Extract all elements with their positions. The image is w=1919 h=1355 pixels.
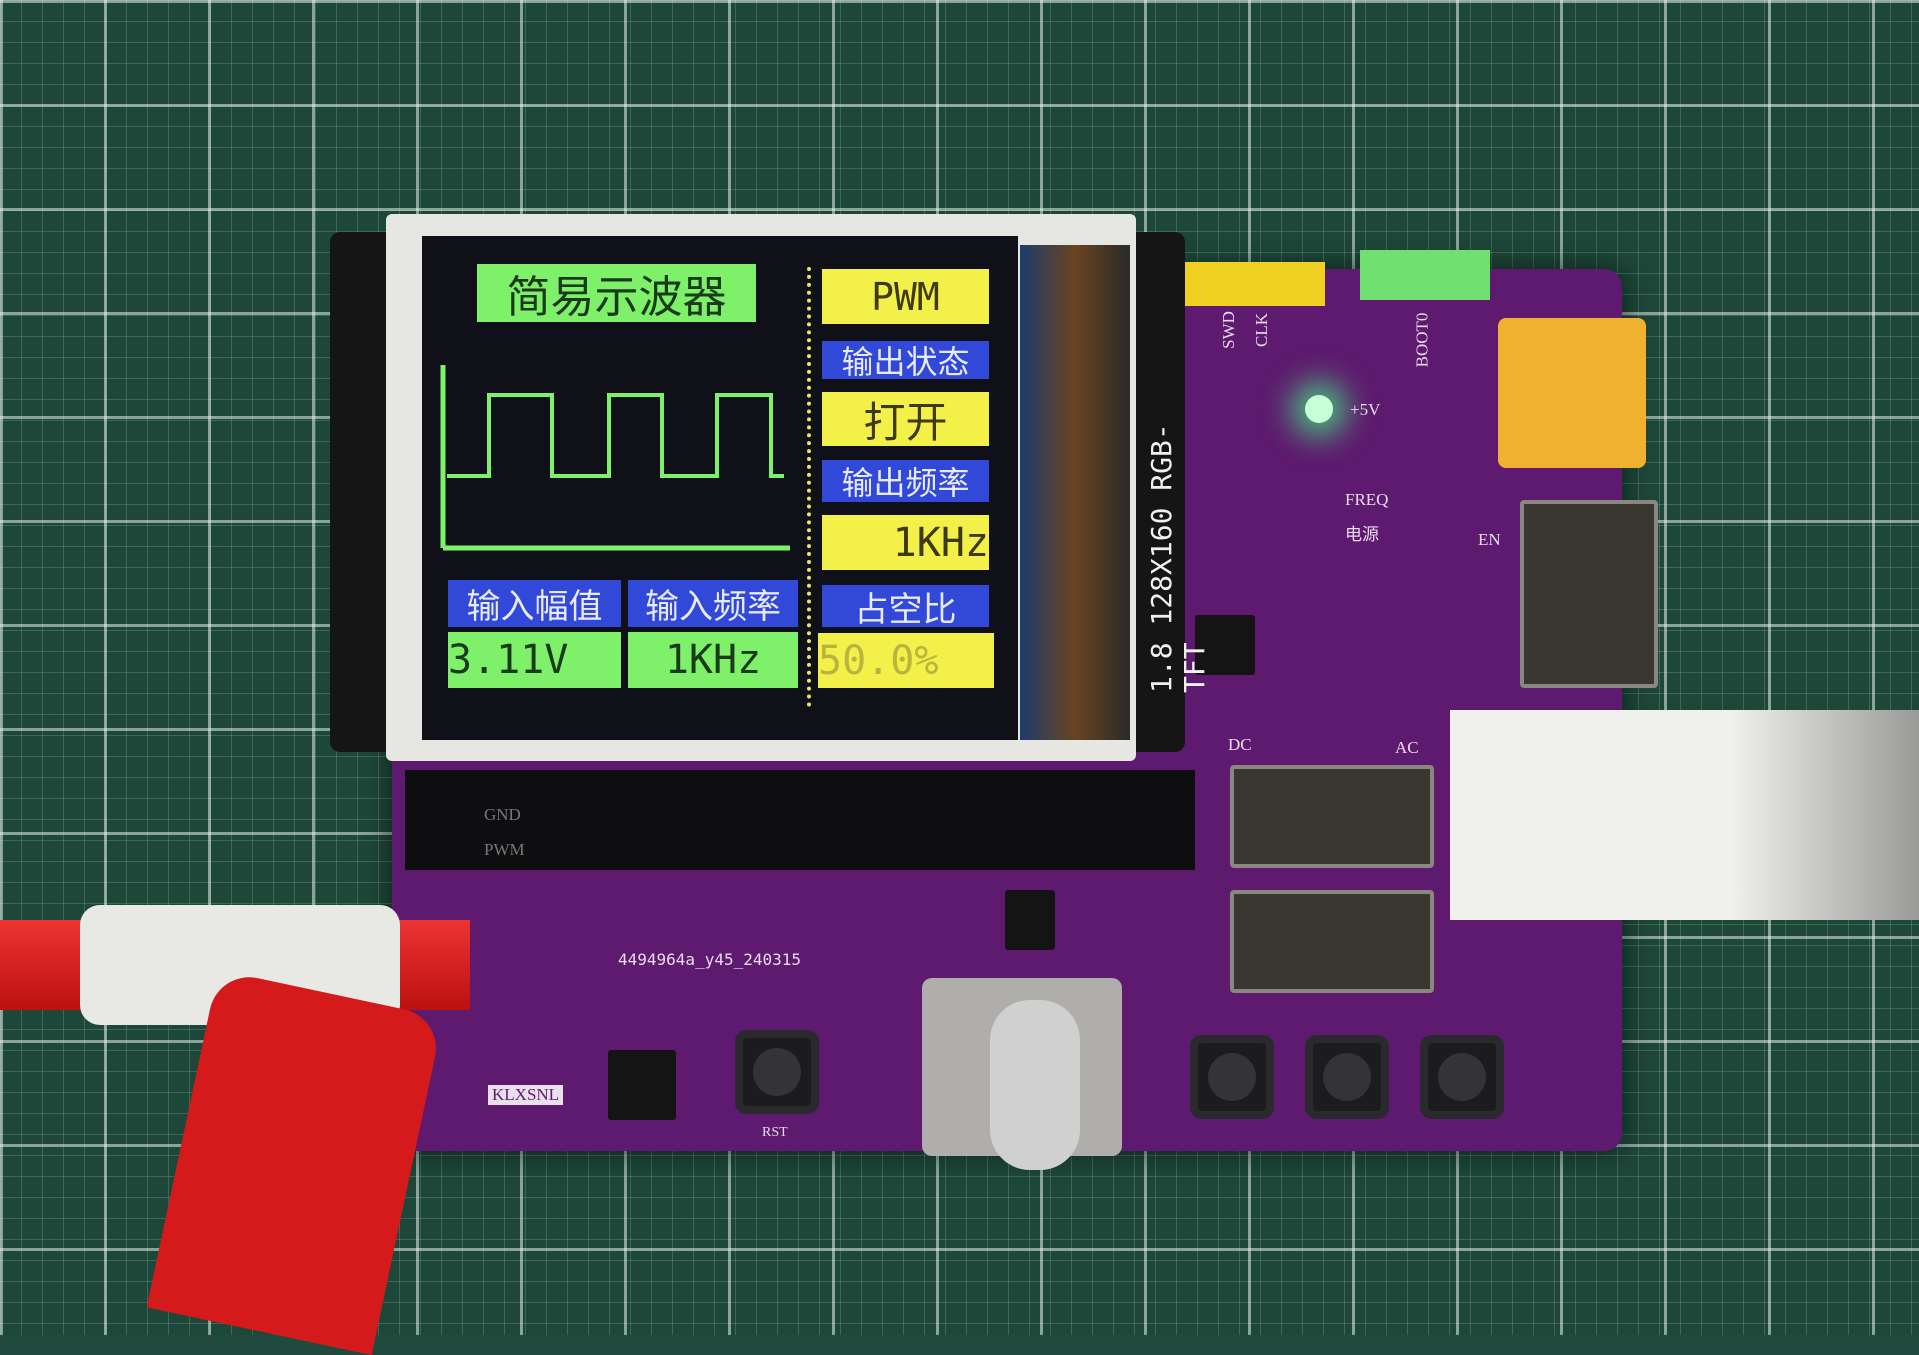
input-amp-label: 输入幅值 xyxy=(448,580,621,627)
silk-freq: FREQ xyxy=(1345,490,1389,509)
rst-button[interactable] xyxy=(735,1030,819,1114)
silk-pwm: PWM xyxy=(484,840,525,859)
ic-chip xyxy=(608,1050,676,1120)
screen-title: 简易示波器 xyxy=(477,264,756,323)
silk-ac: AC xyxy=(1395,738,1419,757)
duty-label: 占空比 xyxy=(822,585,989,630)
bnc-connector xyxy=(1450,710,1919,920)
mode-value: PWM xyxy=(822,269,989,324)
swd-header xyxy=(1185,262,1325,306)
boot-header xyxy=(1360,250,1490,300)
square-wave-trace xyxy=(447,393,784,478)
output-freq-label: 输出频率 xyxy=(822,460,989,502)
silk-board-id: 4494964a_y45_240315 xyxy=(618,950,802,969)
silk-5v: +5V xyxy=(1350,400,1381,419)
range-switch[interactable] xyxy=(1230,890,1434,993)
tft-flex-cable xyxy=(1020,245,1130,740)
silk-power: 电源 xyxy=(1345,525,1379,544)
silk-gnd: GND xyxy=(484,805,521,824)
waveform-plot xyxy=(440,365,790,551)
duty-value: 50.0% xyxy=(818,633,994,688)
output-state-label: 输出状态 xyxy=(822,341,989,381)
status-led xyxy=(1305,395,1333,423)
encoder-knob[interactable] xyxy=(990,1000,1080,1170)
input-freq-value: 1KHz xyxy=(628,632,798,688)
key-button-3[interactable] xyxy=(1420,1035,1504,1119)
silk-rst: RST xyxy=(762,1125,788,1140)
silk-swd: SWD xyxy=(1218,311,1238,349)
dc-ac-switch[interactable] xyxy=(1230,765,1434,868)
tft-label: 1.8 128X160 RGB-TFT xyxy=(1145,423,1211,693)
pin-header-area xyxy=(405,770,1195,870)
silk-brand: KLXSNL xyxy=(488,1085,564,1105)
en-switch[interactable] xyxy=(1520,500,1658,688)
key-button-2[interactable] xyxy=(1305,1035,1389,1119)
output-state-value: 打开 xyxy=(822,392,989,447)
output-freq-value: 1KHz xyxy=(822,515,989,570)
divider-dotted-line xyxy=(807,267,811,707)
ic-chip xyxy=(1195,615,1255,675)
lcd-screen: 简易示波器 PWM 输出状态 打开 输出频率 1KHz 占空比 50.0% 输入… xyxy=(422,236,1018,740)
input-freq-label: 输入频率 xyxy=(628,580,798,627)
xt-power-connector xyxy=(1498,318,1646,468)
key-button-1[interactable] xyxy=(1190,1035,1274,1119)
silk-boot0: BOOT0 xyxy=(1412,312,1432,368)
silk-clk: CLK xyxy=(1252,313,1271,347)
ic-chip xyxy=(1005,890,1055,950)
silk-en: EN xyxy=(1478,530,1501,549)
input-amp-value: 3.11V xyxy=(448,632,621,688)
silk-dc: DC xyxy=(1228,735,1252,754)
